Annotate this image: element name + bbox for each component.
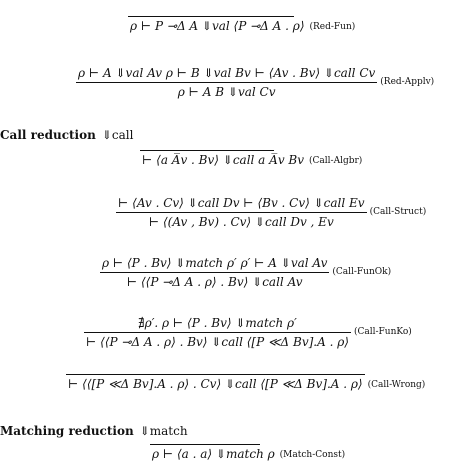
conclusion: ρ ⊢ P ⊸Δ A ⇓val ⟨P ⊸Δ A . ρ⟩ [130,19,305,33]
rule-name: (Call-FunKo) [353,327,412,337]
inference-bar [150,444,260,445]
section-symbol: ⇓call [101,128,134,142]
conclusion: ⊢ ⟨⟨[P ≪Δ Bv].A . ρ⟩ . Cv⟩ ⇓call ⟨[P ≪Δ … [68,377,363,391]
conclusion: ⊢ ⟨(Av , Bv) . Cv⟩ ⇓call Dv , Ev [148,215,334,229]
section-heading-call: Call reduction ⇓call [0,128,133,142]
premise: ⊢ ⟨Av . Cv⟩ ⇓call Dv ⊢ ⟨Bv . Cv⟩ ⇓call E… [118,196,365,210]
premise: ρ ⊢ A ⇓val Av ρ ⊢ B ⇓val Bv ⊢ ⟨Av . Bv⟩ … [78,66,376,80]
rule-name: (Match-Const) [279,450,346,460]
inference-bar [84,332,351,333]
conclusion: ⊢ ⟨a A̅v . Bv⟩ ⇓call a A̅v Bv [142,153,305,167]
rule-call-struct: ⊢ ⟨Av . Cv⟩ ⇓call Dv ⊢ ⟨Bv . Cv⟩ ⇓call E… [116,196,426,229]
conclusion: ρ ⊢ ⟨a . a⟩ ⇓match ρ [152,447,275,461]
rule-call-algbr: ⊢ ⟨a A̅v . Bv⟩ ⇓call a A̅v Bv (Call-Algb… [140,148,362,167]
rule-name: (Call-Wrong) [367,380,426,390]
inference-bar [128,16,294,17]
rule-name: (Call-FunOk) [332,267,392,277]
rule-call-funok: ρ ⊢ ⟨P . Bv⟩ ⇓match ρ′ ρ′ ⊢ A ⇓val Av ⊢ … [100,256,391,289]
rule-call-wrong: ⊢ ⟨⟨[P ≪Δ Bv].A . ρ⟩ . Cv⟩ ⇓call ⟨[P ≪Δ … [66,372,425,391]
rule-name: (Red-Fun) [309,22,356,32]
conclusion: ⊢ ⟨⟨P ⊸Δ A . ρ⟩ . Bv⟩ ⇓call ⟨[P ≪Δ Bv].A… [86,335,349,349]
inference-bar [140,150,274,151]
rule-name: (Red-Applv) [380,77,435,87]
rule-call-funko: ∄ρ′. ρ ⊢ ⟨P . Bv⟩ ⇓match ρ′ ⊢ ⟨⟨P ⊸Δ A .… [84,316,412,349]
rule-name: (Call-Algbr) [309,156,363,166]
conclusion: ρ ⊢ A B ⇓val Cv [177,85,276,99]
premise: ρ ⊢ ⟨P . Bv⟩ ⇓match ρ′ ρ′ ⊢ A ⇓val Av [102,256,328,270]
conclusion: ⊢ ⟨⟨P ⊸Δ A . ρ⟩ . Bv⟩ ⇓call Av [126,275,303,289]
section-title: Call reduction [0,128,96,142]
inference-bar [76,82,378,83]
section-symbol: ⇓match [139,424,188,438]
inference-bar [66,374,365,375]
rule-name: (Call-Struct) [369,207,427,217]
rule-red-fun: ρ ⊢ P ⊸Δ A ⇓val ⟨P ⊸Δ A . ρ⟩ (Red-Fun) [128,14,355,33]
inference-bar [100,272,330,273]
section-heading-matching: Matching reduction ⇓match [0,424,188,438]
section-title: Matching reduction [0,424,134,438]
inference-bar [116,212,367,213]
premise: ∄ρ′. ρ ⊢ ⟨P . Bv⟩ ⇓match ρ′ [138,316,297,330]
rule-match-const: ρ ⊢ ⟨a . a⟩ ⇓match ρ (Match-Const) [150,442,345,461]
rule-red-appl: ρ ⊢ A ⇓val Av ρ ⊢ B ⇓val Bv ⊢ ⟨Av . Bv⟩ … [76,66,434,99]
